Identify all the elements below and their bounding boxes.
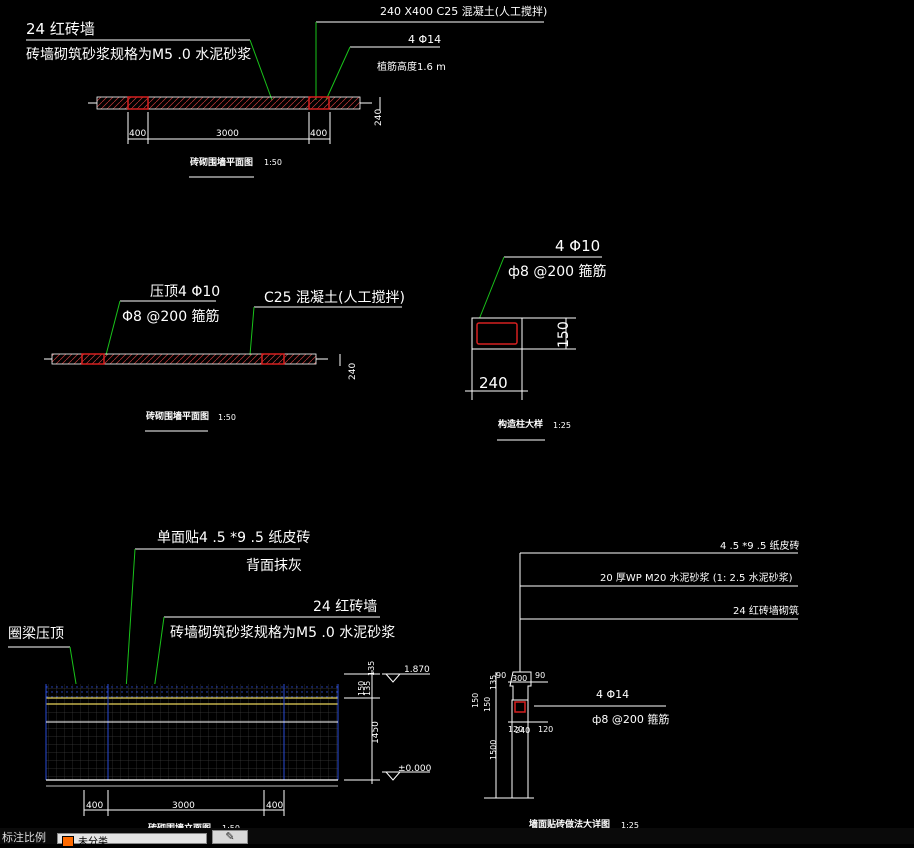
stirrup-outline — [476, 322, 518, 345]
layer-color-swatch — [62, 836, 74, 847]
elevation-view: 单面贴4 .5 *9 .5 纸皮砖 背面抹灰 24 红砖墙 砖墙砌筑砂浆规格为M… — [8, 530, 432, 834]
leader-line — [325, 46, 351, 101]
dim-135: 135 — [489, 675, 498, 690]
rebar-label: 4 Φ14 — [596, 688, 629, 701]
beam-stirrup — [514, 701, 526, 713]
concrete-label: C25 混凝土(人工搅拌) — [264, 290, 405, 306]
wall-label: 24 红砖墙砌筑 — [733, 604, 799, 617]
wall-type-label: 24 红砖墙 — [26, 20, 95, 38]
layer-name: 未分类 — [78, 837, 108, 848]
beam-label: 圈梁压顶 — [8, 626, 64, 642]
drawing-title: 墙面贴砖做法大详图 — [529, 818, 610, 830]
stirrup-label: ф8 @200 箍筋 — [508, 263, 607, 280]
mortar-label: 20 厚WP M20 水泥砂浆 (1: 2.5 水泥砂浆) — [600, 571, 793, 584]
leader-line — [153, 616, 165, 691]
plan-view-1: 24 红砖墙 砖墙砌筑砂浆规格为M5 .0 水泥砂浆 240 X400 C25 … — [26, 4, 547, 178]
leader-line — [477, 256, 505, 323]
back-label: 背面抹灰 — [246, 558, 302, 574]
anchor-depth-label: 植筋高度1.6 m — [377, 60, 446, 73]
dim-150: 150 — [471, 693, 480, 708]
elev-zero: ±0.000 — [398, 764, 432, 774]
dim-right: 400 — [266, 801, 283, 811]
dim-90a: 90 — [496, 671, 506, 680]
dim-135b: 135 — [363, 681, 372, 696]
beam-cap — [46, 684, 338, 698]
dim-150b: 150 — [483, 697, 492, 712]
dim-240: 240 — [515, 726, 530, 735]
dim-width: 240 — [479, 374, 508, 392]
drawing-scale: 1:25 — [621, 821, 639, 830]
wall-plan-body — [96, 96, 361, 110]
elev-top: 1.870 — [404, 665, 430, 675]
annotation-scale-label: 标注比例 — [2, 831, 46, 844]
leader-line — [249, 306, 255, 356]
dim-120b: 120 — [538, 725, 553, 734]
drawing-title: 砖砌围墙平面图 — [146, 410, 209, 422]
dim-left: 400 — [86, 801, 103, 811]
column-detail: 4 Φ10 ф8 @200 箍筋 150 240 构造柱大样 1:25 — [465, 237, 607, 441]
dim-300: 300 — [512, 674, 527, 683]
section-detail: 4 .5 *9 .5 纸皮砖 20 厚WP M20 水泥砂浆 (1: 2.5 水… — [471, 539, 800, 841]
dim-90b: 90 — [535, 671, 545, 680]
dim-height: 150 — [556, 321, 572, 348]
rebar-label: 4 Φ14 — [408, 33, 441, 46]
leader-line — [125, 548, 136, 691]
dim-1500: 1500 — [489, 740, 498, 760]
dim-right: 400 — [310, 129, 327, 139]
dim-135: 135 — [367, 661, 376, 676]
drawing-scale: 1:50 — [264, 158, 282, 167]
layer-dropdown[interactable]: 未分类 — [57, 833, 207, 848]
dim-thickness: 240 — [374, 109, 384, 126]
tile-label: 4 .5 *9 .5 纸皮砖 — [720, 539, 800, 552]
mortar-spec-label: 砖墙砌筑砂浆规格为M5 .0 水泥砂浆 — [26, 47, 251, 63]
drawing-scale: 1:50 — [218, 413, 236, 422]
edit-tool-button[interactable]: ✎ — [212, 830, 248, 844]
dim-150: 150 — [357, 681, 366, 696]
leader-line — [249, 39, 273, 101]
stirrup-label: ф8 @200 箍筋 — [592, 712, 669, 726]
dim-thickness: 240 — [348, 363, 358, 380]
pencil-icon: ✎ — [225, 830, 235, 843]
column-spec-label: 240 X400 C25 混凝土(人工搅拌) — [380, 4, 547, 18]
column-plan — [261, 353, 285, 365]
leader-line — [105, 300, 121, 356]
dim-mid: 3000 — [216, 129, 239, 139]
dim-left: 400 — [129, 129, 146, 139]
plan-view-2: 压顶4 Φ10 Φ8 @200 箍筋 C25 混凝土(人工搅拌) 240 砖砌围… — [44, 284, 405, 432]
dim-120a: 120 — [508, 725, 523, 734]
wall-section — [511, 699, 529, 799]
wall-elevation-tiles — [46, 684, 338, 780]
column-plan — [81, 353, 105, 365]
column-plan-right — [308, 96, 330, 110]
cap-label: 压顶4 Φ10 — [150, 284, 220, 300]
drawing-scale: 1:25 — [553, 421, 571, 430]
drawing-title: 砖砌围墙平面图 — [190, 156, 253, 168]
wall-label: 24 红砖墙 — [313, 599, 377, 615]
tile-label: 单面贴4 .5 *9 .5 纸皮砖 — [157, 530, 310, 546]
rebar-label: 4 Φ10 — [555, 237, 600, 255]
stirrup-label: Φ8 @200 箍筋 — [122, 308, 220, 325]
column-plan-left — [127, 96, 149, 110]
dim-mid: 3000 — [172, 801, 195, 811]
drawing-title: 构造柱大样 — [498, 418, 543, 430]
dim-1450: 1450 — [371, 721, 381, 744]
mortar-label: 砖墙砌筑砂浆规格为M5 .0 水泥砂浆 — [170, 625, 395, 641]
wall-plan-body — [51, 353, 317, 365]
